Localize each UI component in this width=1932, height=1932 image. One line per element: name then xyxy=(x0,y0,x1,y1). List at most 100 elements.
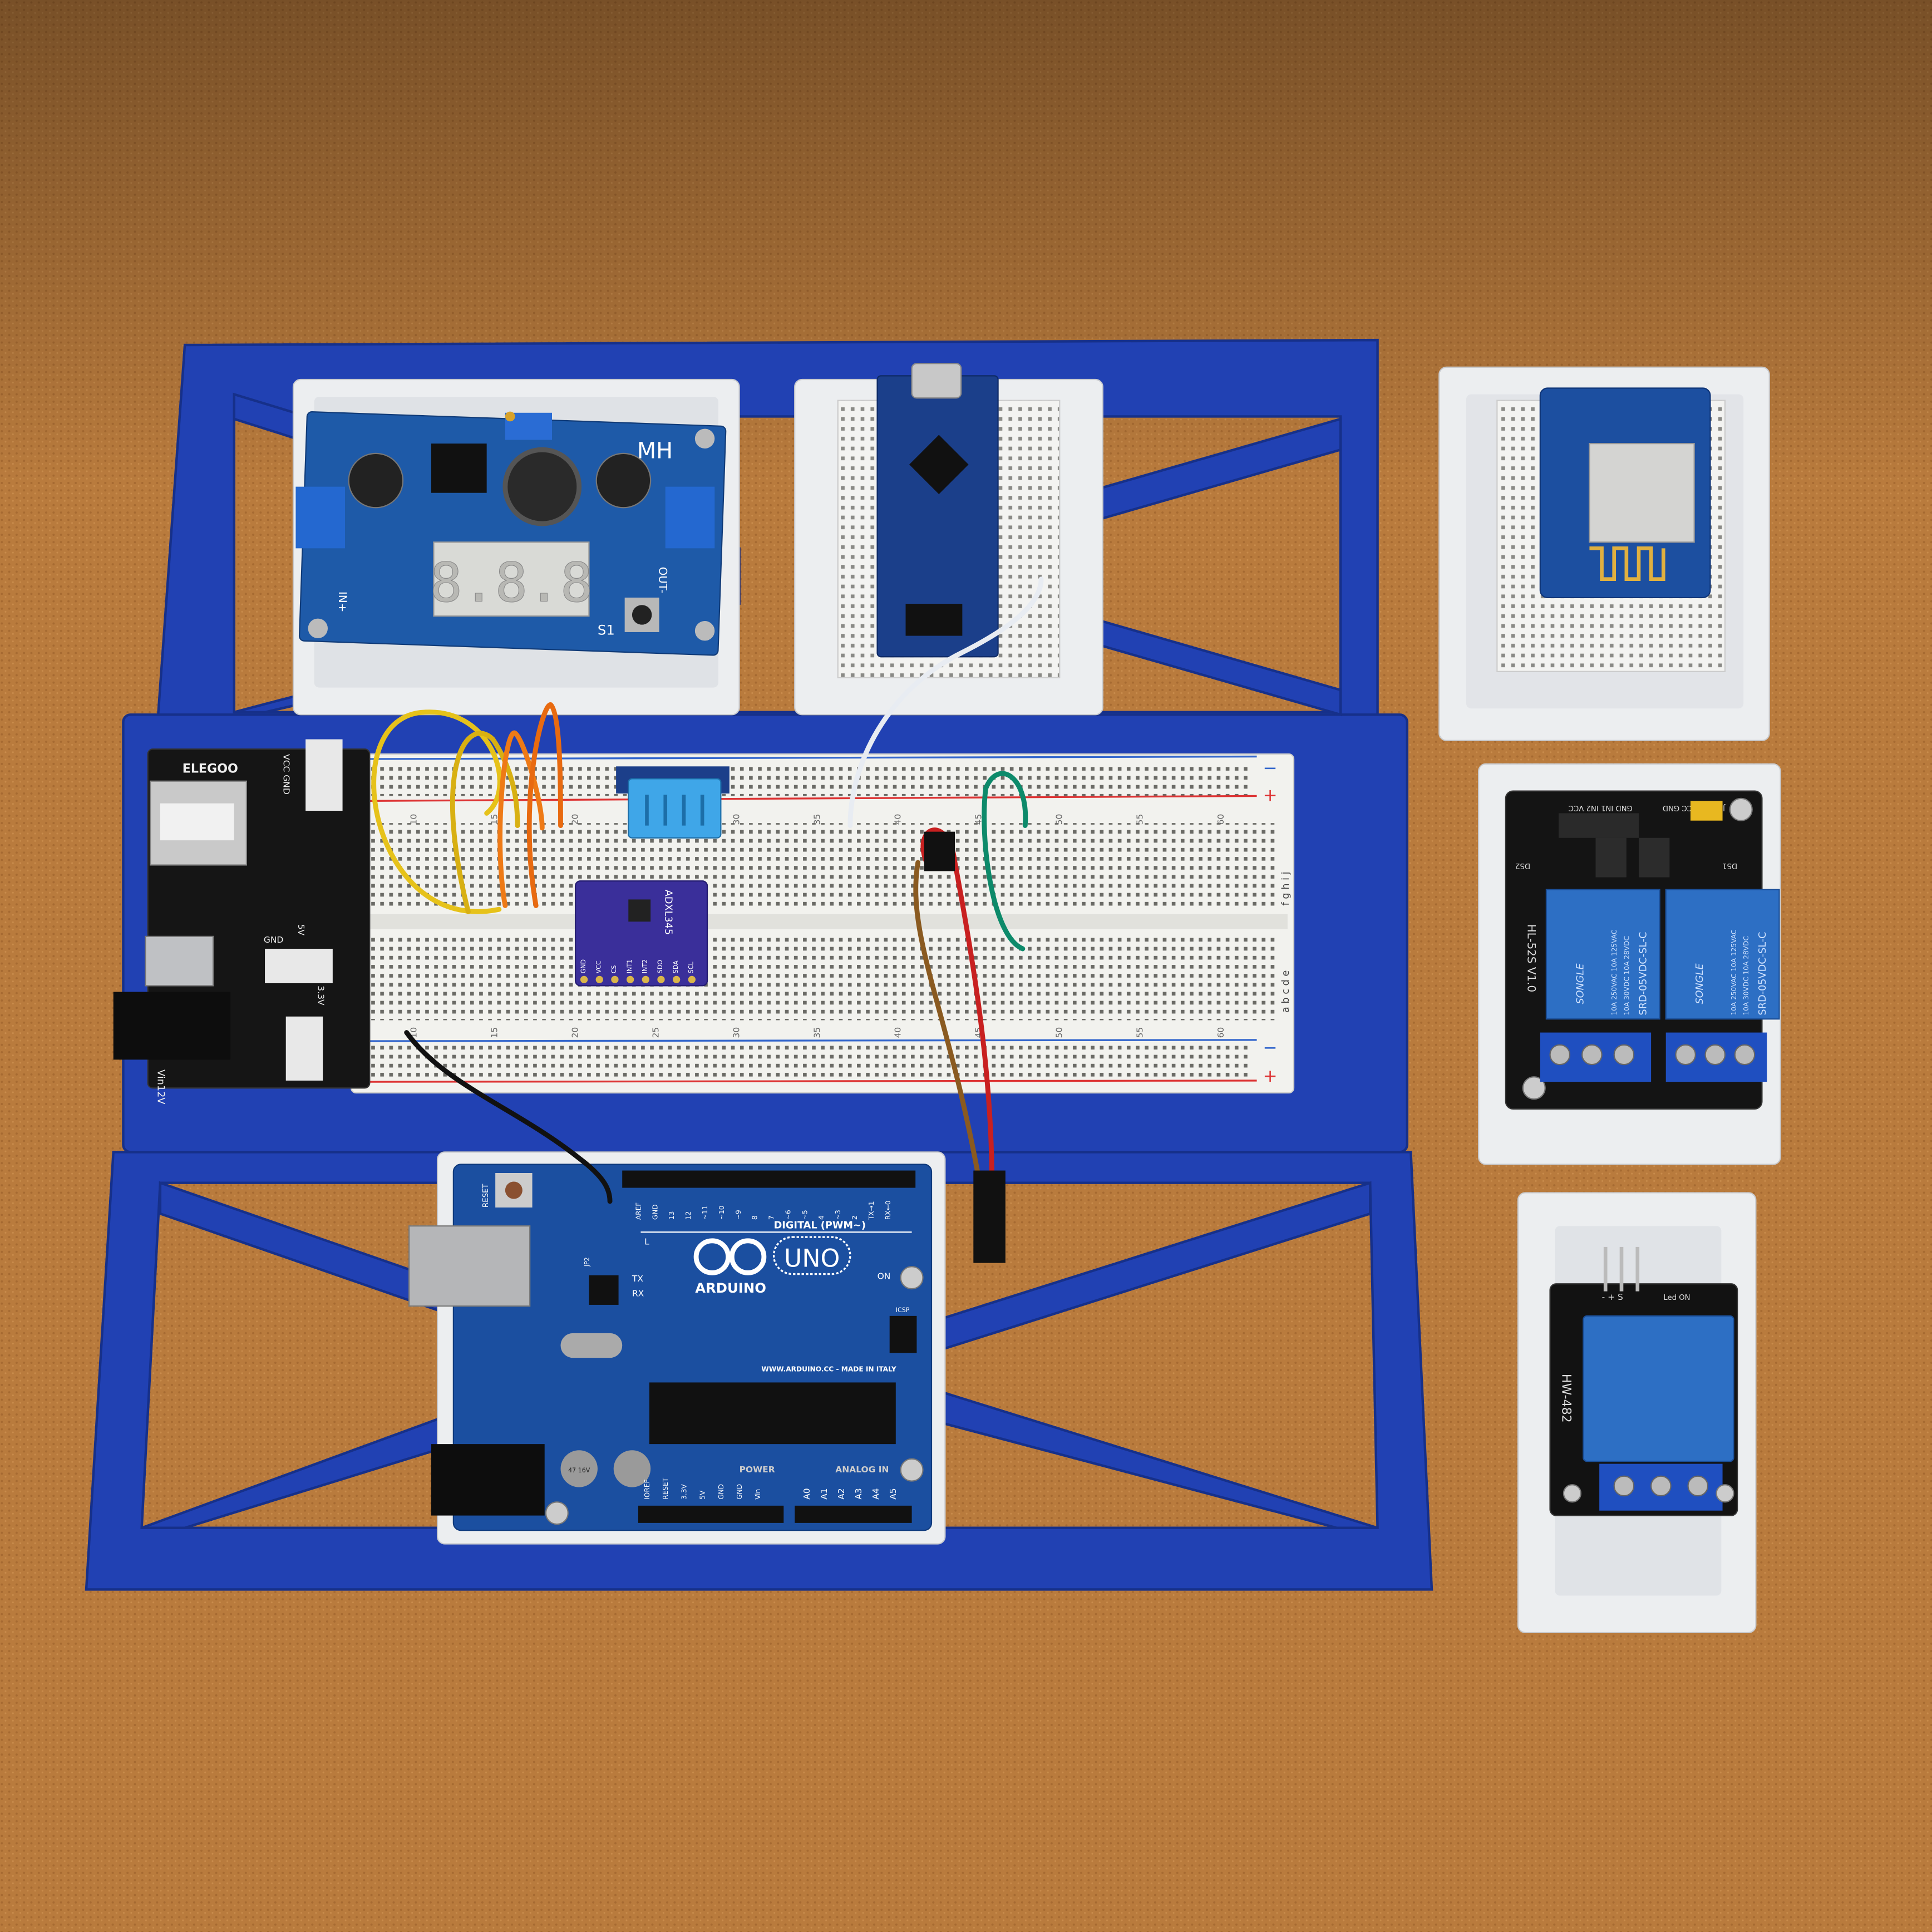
analog-pin-label: A1 xyxy=(819,1488,829,1499)
microcontroller-chip xyxy=(909,435,969,495)
relay-model: HL-52S V1.0 xyxy=(1525,924,1538,992)
mount-hole-icon xyxy=(308,618,328,638)
digital-pin-label: ~5 xyxy=(801,1210,809,1220)
capacitor-left xyxy=(348,452,404,509)
dc-barrel-jack[interactable] xyxy=(113,992,231,1060)
brown-wire[interactable] xyxy=(913,860,982,1186)
reset-button-cap[interactable] xyxy=(505,1181,523,1199)
in-label: IN+ xyxy=(336,592,349,612)
reset-label: RESET xyxy=(482,1184,490,1208)
screw-icon xyxy=(1581,1044,1603,1066)
power-rail-bottom[interactable] xyxy=(369,1044,1251,1077)
dupont-connector[interactable] xyxy=(973,1170,1006,1263)
adxl-pin-label: INT2 xyxy=(642,959,649,973)
terminal-strip-top[interactable] xyxy=(369,823,1275,910)
digital-label: DIGITAL (PWM~) xyxy=(774,1220,866,1231)
digital-header[interactable] xyxy=(622,1170,916,1188)
screw-icon xyxy=(1675,1044,1696,1066)
adxl-pin-label: INT1 xyxy=(626,959,633,973)
screw-icon xyxy=(1613,1044,1635,1066)
analog-header[interactable] xyxy=(795,1505,912,1523)
digital-pin-label: 12 xyxy=(684,1211,692,1220)
mount-hole-icon xyxy=(694,428,715,448)
rail-blue-line xyxy=(369,1039,1257,1042)
adxl-pcb xyxy=(574,880,708,987)
terminal-strip-bottom[interactable] xyxy=(369,934,1275,1021)
switch-label: S1 xyxy=(598,622,615,638)
orange-wire[interactable] xyxy=(497,731,545,908)
relay-2-channel-module: GND IN1 IN2 VCC JD-VCC VCC GND DS1 DS2 H… xyxy=(1478,763,1781,1165)
trim-screw-icon xyxy=(505,411,515,422)
dupont-connector[interactable] xyxy=(924,831,955,871)
mount-screw-icon xyxy=(1716,1484,1734,1503)
led-ds1: DS1 xyxy=(1722,861,1737,870)
column-number: 30 xyxy=(732,1027,742,1038)
power-module-label: Vin12V xyxy=(155,1070,166,1105)
digital-pin-label: 2 xyxy=(851,1215,859,1220)
adxl-pin-label: CS xyxy=(610,965,618,974)
column-number: 50 xyxy=(1054,1027,1064,1038)
brand-label: MH xyxy=(637,438,673,464)
inductor xyxy=(502,447,582,526)
jumper-icon[interactable] xyxy=(1690,801,1723,821)
power-switch[interactable] xyxy=(145,935,214,987)
yellow-wire[interactable] xyxy=(450,731,520,914)
adxl-pin-label: SCL xyxy=(688,962,695,974)
column-number: 30 xyxy=(732,814,742,825)
input-header[interactable] xyxy=(1559,813,1639,838)
dc-power-jack[interactable] xyxy=(431,1444,545,1516)
yellow-wire[interactable] xyxy=(371,709,502,914)
digital-pin-label: ~6 xyxy=(784,1210,792,1220)
usb-chip xyxy=(589,1275,619,1305)
esp-d1-mini-module xyxy=(1438,366,1770,741)
header-label: - + S xyxy=(1602,1292,1623,1302)
adxl-chip xyxy=(628,899,651,922)
pin-header xyxy=(305,739,343,811)
uno-badge xyxy=(772,1236,851,1275)
black-wire[interactable] xyxy=(404,1030,613,1204)
adxl-pin-label: VCC xyxy=(595,960,602,973)
rail-red-line xyxy=(369,1080,1257,1083)
digital-pin-label: 7 xyxy=(768,1215,776,1220)
analog-pin-label: A2 xyxy=(836,1488,846,1499)
arduino-brand: ARDUINO xyxy=(695,1280,766,1296)
white-wire[interactable] xyxy=(847,576,1044,828)
dht-humidity-sensor xyxy=(616,766,730,839)
led-label-l: L xyxy=(644,1236,649,1246)
digital-pin-label: 4 xyxy=(817,1215,825,1220)
analog-pin-label: A4 xyxy=(871,1488,881,1499)
column-number: 20 xyxy=(570,814,580,825)
wifi-module-shield xyxy=(1589,443,1695,543)
usb-b-port[interactable] xyxy=(408,1225,531,1307)
led-label-rx: RX xyxy=(632,1288,644,1298)
column-number: 20 xyxy=(570,1027,580,1038)
digital-pin-label: RX←0 xyxy=(884,1200,892,1220)
arduino-infinity-logo-icon xyxy=(693,1238,767,1275)
relay-rating-2: 10A 30VDC 10A 28VDC xyxy=(1623,936,1630,1015)
row-letters-top: f g h i j xyxy=(1280,871,1292,905)
capacitor-label: 47 16V xyxy=(568,1467,590,1474)
column-number: 35 xyxy=(812,1027,822,1038)
capacitor xyxy=(613,1450,651,1487)
column-number: 55 xyxy=(1135,1027,1145,1038)
power-pin-label: Vin xyxy=(754,1489,762,1500)
push-button-cap[interactable] xyxy=(632,605,652,625)
terminal-screws xyxy=(1613,1475,1709,1497)
center-channel xyxy=(357,914,1288,929)
usb-c-connector-icon xyxy=(911,363,962,399)
adxl-pin-pad xyxy=(688,975,696,983)
green-wire[interactable] xyxy=(982,771,1028,952)
rail-plus-top: + xyxy=(1263,785,1278,805)
relay-rating-1: 10A 250VAC 10A 125VAC xyxy=(1730,930,1738,1016)
rail-plus-bottom: + xyxy=(1263,1066,1278,1086)
mount-screw-icon xyxy=(1522,1076,1546,1100)
orange-wire[interactable] xyxy=(526,702,563,908)
digital-pin-label: 8 xyxy=(751,1215,759,1220)
power-pin-label: GND xyxy=(736,1484,743,1500)
power-header[interactable] xyxy=(638,1505,784,1523)
power-module-label: 3.3V xyxy=(316,985,326,1006)
